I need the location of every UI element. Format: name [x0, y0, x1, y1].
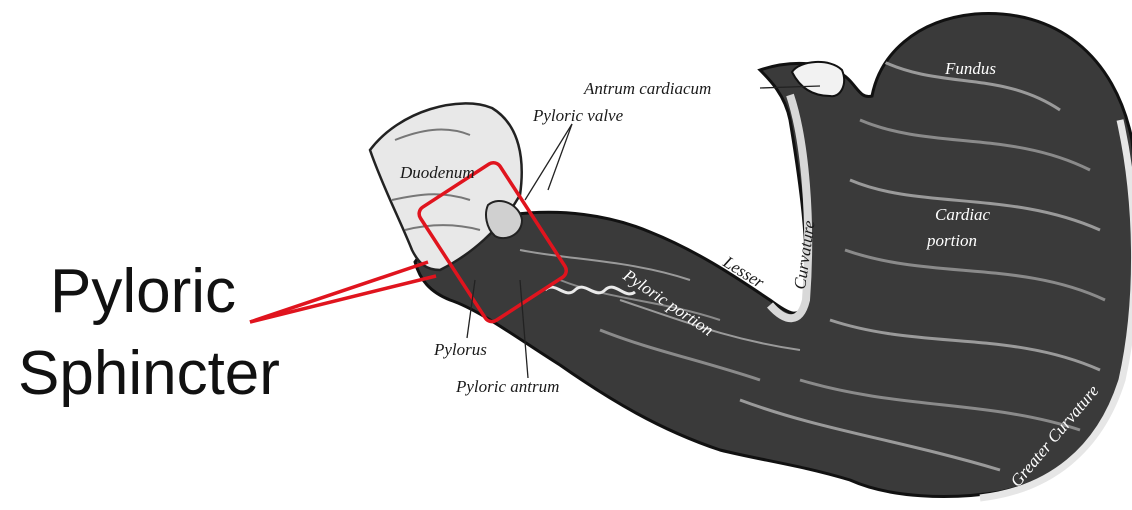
callout-line-upper — [250, 262, 428, 322]
pyloric-valve-shape — [486, 201, 522, 238]
label-pyloric-valve: Pyloric valve — [532, 106, 624, 125]
label-pyloric-antrum: Pyloric antrum — [455, 377, 559, 396]
stomach-outline — [415, 13, 1132, 496]
callout-label-line2: Sphincter — [18, 339, 280, 408]
stomach-illustration — [415, 13, 1132, 498]
callout-label-line1: Pyloric — [50, 257, 236, 326]
callout-line-lower — [250, 276, 436, 322]
label-cardiac-line1: Cardiac — [935, 205, 991, 224]
label-antrum-cardiacum: Antrum cardiacum — [583, 79, 711, 98]
label-pylorus: Pylorus — [433, 340, 487, 359]
label-duodenum: Duodenum — [399, 163, 475, 182]
label-fundus: Fundus — [944, 59, 996, 78]
label-cardiac-line2: portion — [926, 231, 977, 250]
